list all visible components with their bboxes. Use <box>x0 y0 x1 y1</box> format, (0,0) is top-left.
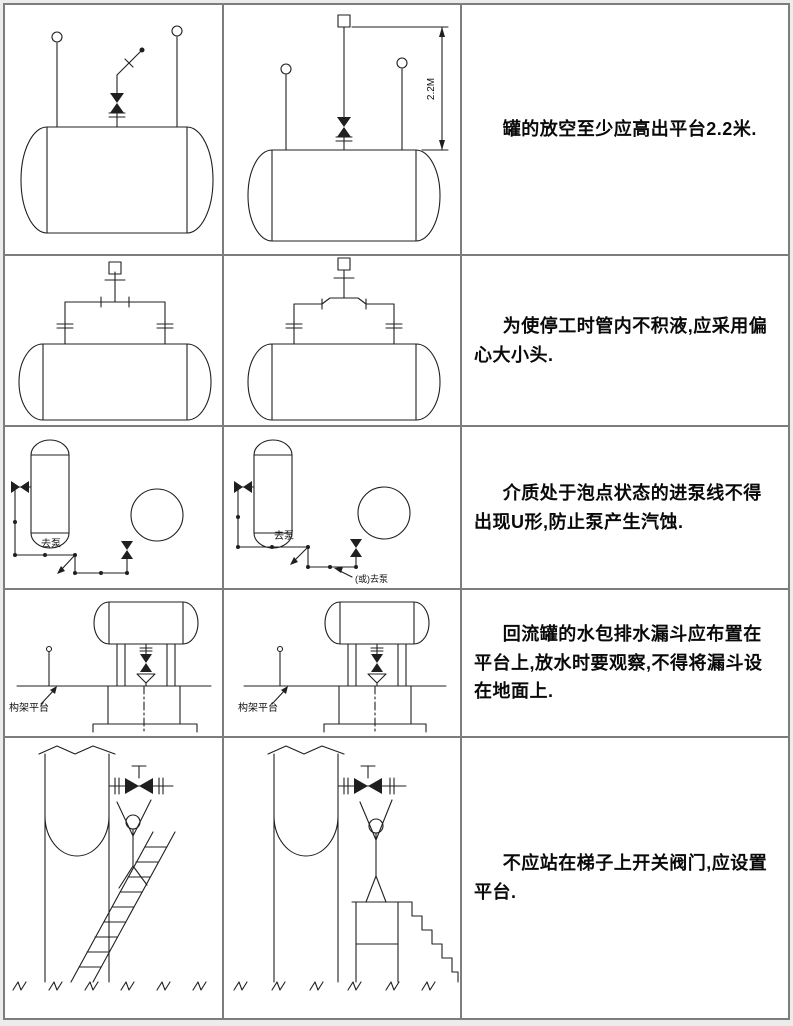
vertical-vessel <box>253 439 293 549</box>
drawing-worker-on-ladder <box>12 745 207 991</box>
drawing-tank-tall-vent: 2.2M <box>247 14 449 242</box>
diagram-row5-right <box>224 738 462 1018</box>
caption-row1: 罐的放空至少应高出平台2.2米. <box>462 5 788 256</box>
or-to-pump-annotation: (或)去泵 <box>334 567 388 584</box>
diagram-row2-left <box>5 256 224 427</box>
diagram-row2-right <box>224 256 462 427</box>
caption-row2: 为使停工时管内不积液,应采用偏心大小头. <box>462 256 788 427</box>
reflux-drum <box>93 601 199 645</box>
caption-text-row1: 罐的放空至少应高出平台2.2米. <box>502 119 757 140</box>
diagram-row3-left: 去泵 <box>5 427 224 590</box>
drawing-tank-short-vent <box>20 25 214 234</box>
platform-and-structure <box>243 645 447 733</box>
suction-piping <box>234 481 362 569</box>
tall-vent-stack <box>335 14 353 151</box>
platform-label: 构架平台 <box>9 701 49 714</box>
vent-pipes <box>280 57 408 151</box>
piping-header-eccentric-reducers <box>293 257 395 325</box>
drum-legs <box>116 643 176 687</box>
vessel-column <box>38 745 116 983</box>
operating-platform <box>351 901 403 983</box>
vessel-column <box>267 745 345 983</box>
platform-annotation: 构架平台 <box>9 686 57 714</box>
to-pump-label: 去泵 <box>274 530 294 542</box>
platform-and-structure <box>16 645 212 733</box>
caption-row5: 不应站在梯子上开关阀门,应设置平台. <box>462 738 788 1018</box>
horizontal-drum <box>247 149 441 242</box>
pump-tank-circle <box>357 486 411 540</box>
to-pump-label: 去泵 <box>41 538 61 550</box>
pump-tank-circle <box>130 488 184 542</box>
platform-annotation: 构架平台 <box>238 686 288 714</box>
center-valve-assembly <box>108 47 145 128</box>
platform-label: 构架平台 <box>238 701 278 714</box>
diagram-row5-left <box>5 738 224 1018</box>
diagram-row1-right: 2.2M <box>224 5 462 256</box>
height-dimension: 2.2M <box>351 26 449 151</box>
flanged-valve <box>108 765 174 795</box>
or-to-pump-label: (或)去泵 <box>355 573 388 584</box>
drawing-suction-correct: 去泵 (或)去泵 <box>234 439 411 584</box>
flanged-valve <box>337 765 407 795</box>
ground-marks <box>12 981 207 991</box>
horizontal-drum <box>20 126 214 234</box>
access-stairs <box>401 901 459 983</box>
diagram-row3-right: 去泵 (或)去泵 <box>224 427 462 590</box>
vertical-vessel <box>30 439 70 549</box>
caption-row4: 回流罐的水包排水漏斗应布置在平台上,放水时要观察,不得将漏斗设在地面上. <box>462 590 788 738</box>
horizontal-drum <box>247 343 441 421</box>
drawing-reflux-drum-funnel-b: 构架平台 <box>238 601 447 733</box>
drawing-reflux-drum-funnel-a: 构架平台 <box>9 601 212 733</box>
to-pump-annotation: 去泵 <box>41 538 76 574</box>
worker-figure <box>359 799 393 903</box>
suction-piping <box>11 481 133 575</box>
drawing-header-eccentric <box>247 257 441 421</box>
nozzles-and-flanges <box>285 323 403 345</box>
reflux-drum <box>324 601 430 645</box>
caption-text-row4: 回流罐的水包排水漏斗应布置在平台上,放水时要观察,不得将漏斗设在地面上. <box>474 623 763 702</box>
horizontal-drum <box>18 343 212 421</box>
dimension-label: 2.2M <box>426 78 437 100</box>
ladder <box>70 831 176 983</box>
diagram-row4-left: 构架平台 <box>5 590 224 738</box>
diagram-row1-left <box>5 5 224 256</box>
piping-header <box>64 261 166 325</box>
diagram-row4-right: 构架平台 <box>224 590 462 738</box>
to-pump-annotation: 去泵 <box>274 530 309 565</box>
caption-text-row3: 介质处于泡点状态的进泵线不得出现U形,防止泵产生汽蚀. <box>474 482 762 532</box>
boot-valve-funnel <box>136 643 156 687</box>
caption-row3: 介质处于泡点状态的进泵线不得出现U形,防止泵产生汽蚀. <box>462 427 788 590</box>
boot-valve-funnel <box>367 643 387 687</box>
worker-figure <box>116 799 152 889</box>
drawing-header-concentric <box>18 261 212 421</box>
caption-text-row2: 为使停工时管内不积液,应采用偏心大小头. <box>474 315 768 365</box>
vent-pipes <box>51 25 183 128</box>
drawing-suction-u-shape: 去泵 <box>11 439 184 575</box>
ground-marks <box>233 981 436 991</box>
caption-text-row5: 不应站在梯子上开关阀门,应设置平台. <box>474 853 768 902</box>
nozzles-and-flanges <box>56 323 174 345</box>
drum-legs <box>347 643 407 687</box>
diagram-sheet: 2.2M 罐的放空至少应高出平台2.2米. <box>3 3 790 1020</box>
drawing-worker-on-platform <box>233 745 459 991</box>
